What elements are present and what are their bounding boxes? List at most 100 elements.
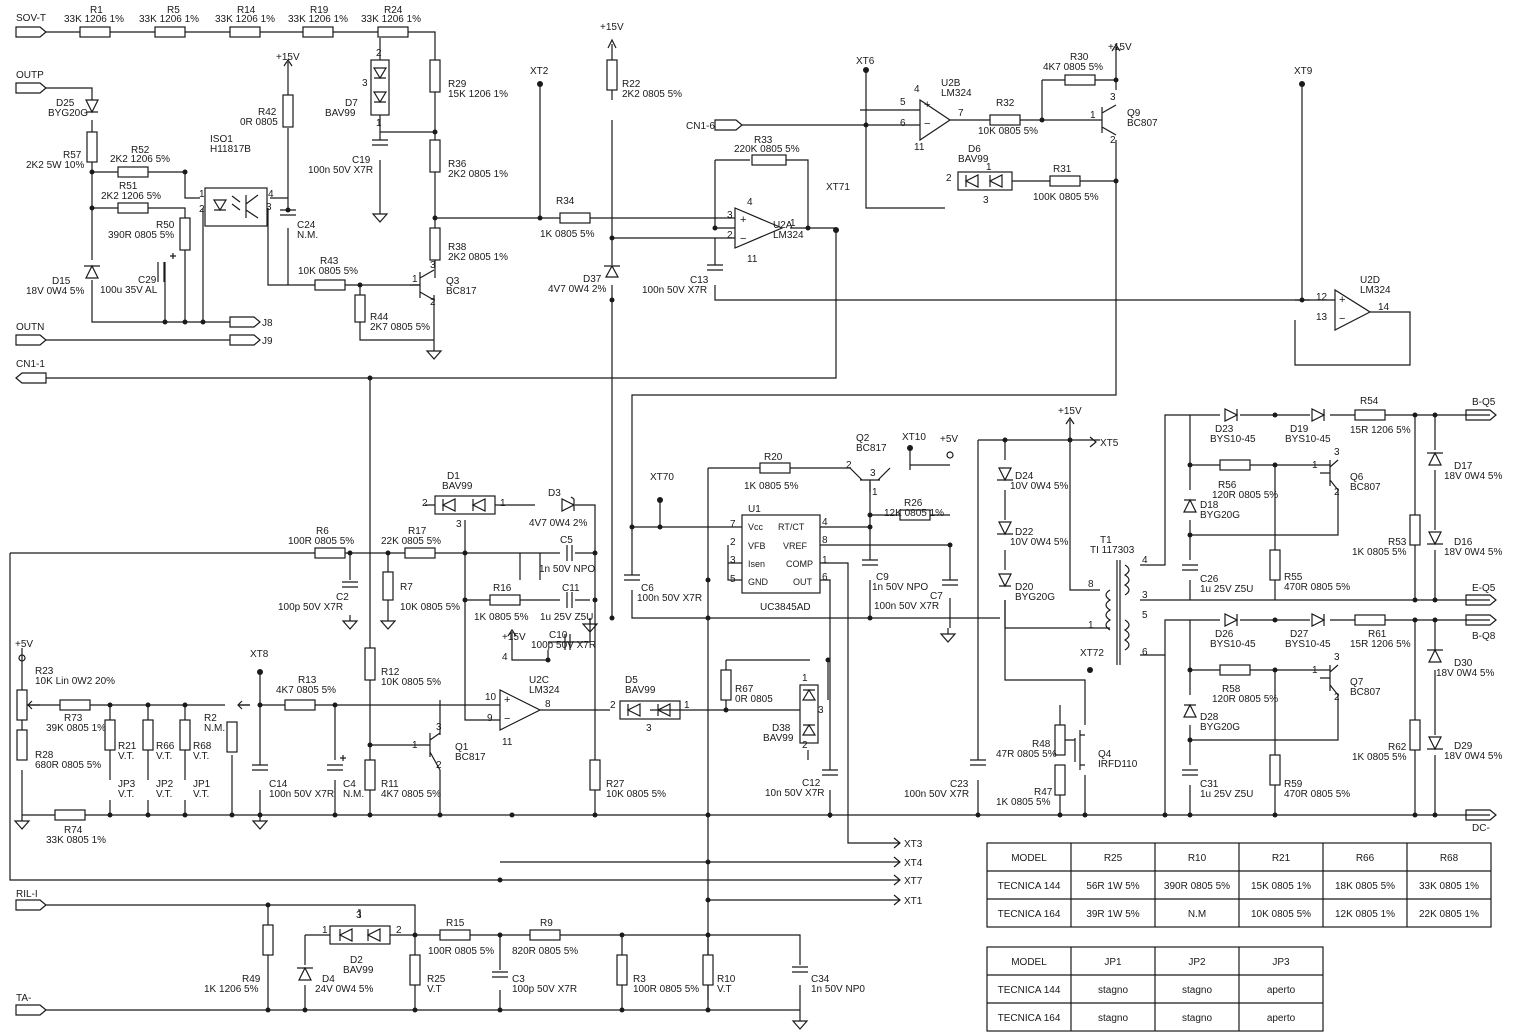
svg-text:18V 0W4 5%: 18V 0W4 5% — [26, 286, 84, 297]
svg-text:1K 0805 5%: 1K 0805 5% — [1352, 547, 1407, 558]
table-header-cell: JP2 — [1188, 957, 1206, 968]
resistor-r38 — [429, 227, 441, 261]
svg-text:R42: R42 — [258, 107, 277, 118]
table-header-cell: R25 — [1104, 853, 1123, 864]
port-cn1-6 — [714, 119, 743, 131]
table-cell: TECNICA 164 — [998, 1013, 1061, 1024]
table-cell: 22K 0805 1% — [1419, 909, 1479, 920]
resistor-r44 — [354, 294, 366, 323]
svg-text:4V7 0W4 2%: 4V7 0W4 2% — [529, 518, 587, 529]
svg-text:7: 7 — [958, 108, 964, 119]
svg-text:+: + — [1339, 294, 1345, 306]
svg-text:100p 50V X7R: 100p 50V X7R — [512, 984, 577, 995]
svg-text:14: 14 — [1378, 302, 1390, 313]
xt10-label: XT10 — [902, 432, 926, 443]
u1-pin-comp: COMP — [786, 559, 813, 569]
svg-text:LM324: LM324 — [1360, 285, 1391, 296]
svg-text:33K 0805 1%: 33K 0805 1% — [46, 835, 106, 846]
junctions — [19, 77, 1438, 1013]
svg-text:10V 0W4 5%: 10V 0W4 5% — [1010, 481, 1068, 492]
svg-text:R66: R66 — [156, 741, 175, 752]
resistor-r43 — [314, 279, 346, 291]
svg-text:3: 3 — [456, 519, 462, 530]
resistor-r49 — [262, 924, 274, 956]
table-cell: stagno — [1098, 985, 1128, 996]
svg-text:R61: R61 — [1368, 629, 1387, 640]
transistor-q1 — [420, 732, 441, 771]
svg-text:V.T.: V.T. — [193, 789, 209, 800]
optocoupler-iso1 — [204, 187, 268, 227]
svg-text:V.T.: V.T. — [193, 751, 209, 762]
resistor-r21 — [104, 719, 116, 751]
svg-text:V.T.: V.T. — [156, 789, 172, 800]
svg-text:3: 3 — [983, 195, 989, 206]
svg-text:BC807: BC807 — [1350, 482, 1381, 493]
svg-text:R31: R31 — [1053, 164, 1072, 175]
svg-text:UC3845AD: UC3845AD — [760, 602, 811, 613]
port-e-q5 — [1465, 594, 1497, 606]
cap-c23 — [970, 759, 986, 766]
resistor-r20 — [759, 462, 791, 474]
svg-text:1K 0805 5%: 1K 0805 5% — [474, 612, 529, 623]
cap-c11 — [566, 592, 573, 608]
svg-text:C7: C7 — [930, 591, 943, 602]
transistor-q2 — [849, 467, 891, 492]
cap-c24 — [280, 209, 296, 216]
svg-text:C4: C4 — [343, 779, 356, 790]
svg-text:R44: R44 — [370, 312, 389, 323]
svg-text:R38: R38 — [448, 242, 467, 253]
resistor-r1 — [79, 26, 111, 38]
port-xt3 — [893, 837, 901, 849]
svg-text:2: 2 — [430, 297, 436, 308]
svg-text:D25: D25 — [56, 98, 75, 109]
resistor-r17 — [404, 547, 436, 559]
cap-c5 — [566, 545, 573, 561]
svg-text:12K 0805 1%: 12K 0805 1% — [884, 508, 944, 519]
svg-text:D27: D27 — [1290, 629, 1309, 640]
svg-text:R33: R33 — [754, 135, 773, 146]
svg-text:R43: R43 — [320, 256, 339, 267]
svg-text:2: 2 — [610, 700, 616, 711]
svg-text:R28: R28 — [35, 750, 54, 761]
svg-text:18V 0W4 5%: 18V 0W4 5% — [1444, 471, 1502, 482]
svg-text:1: 1 — [322, 925, 328, 936]
u1-pin-out: OUT — [793, 577, 813, 587]
svg-text:1: 1 — [986, 162, 992, 173]
svg-text:JP2: JP2 — [156, 779, 174, 790]
pot-r23-wiper — [27, 700, 40, 710]
resistor-r6 — [314, 547, 346, 559]
svg-text:D26: D26 — [1215, 629, 1234, 640]
resistor-r42 — [282, 94, 294, 128]
port-j9-label: J9 — [262, 336, 273, 347]
svg-text:ISO1: ISO1 — [210, 134, 233, 145]
svg-text:C12: C12 — [802, 778, 821, 789]
svg-text:C31: C31 — [1200, 779, 1219, 790]
resistor-r61 — [1354, 614, 1386, 626]
svg-text:Q3: Q3 — [446, 276, 460, 287]
svg-text:R74: R74 — [64, 825, 83, 836]
diode-d1 — [434, 495, 496, 515]
diode-d25 — [85, 99, 99, 114]
table-cell: 39R 1W 5% — [1086, 909, 1139, 920]
svg-text:1u 25V Z5U: 1u 25V Z5U — [1200, 584, 1253, 595]
cap-c6 — [624, 574, 640, 581]
diode-d6 — [957, 171, 1013, 191]
resistor-r48 — [1054, 724, 1066, 756]
resistor-r66 — [142, 719, 154, 751]
svg-text:IRFD110: IRFD110 — [1098, 759, 1138, 770]
svg-text:R30: R30 — [1070, 52, 1089, 63]
svg-text:4: 4 — [914, 84, 920, 95]
svg-text:D28: D28 — [1200, 712, 1219, 723]
table-header-cell: JP3 — [1272, 957, 1290, 968]
port-j8-label: J8 — [262, 318, 273, 329]
table-cell: 390R 0805 5% — [1164, 881, 1230, 892]
svg-text:2K7 0805 5%: 2K7 0805 5% — [370, 322, 430, 333]
svg-text:33K 1206 1%: 33K 1206 1% — [215, 14, 275, 25]
svg-text:C14: C14 — [269, 779, 288, 790]
svg-text:3: 3 — [362, 78, 368, 89]
svg-text:4: 4 — [502, 652, 508, 663]
xt70-label: XT70 — [650, 472, 674, 483]
transistor-q4 — [1074, 730, 1085, 770]
svg-text:2: 2 — [730, 537, 736, 548]
